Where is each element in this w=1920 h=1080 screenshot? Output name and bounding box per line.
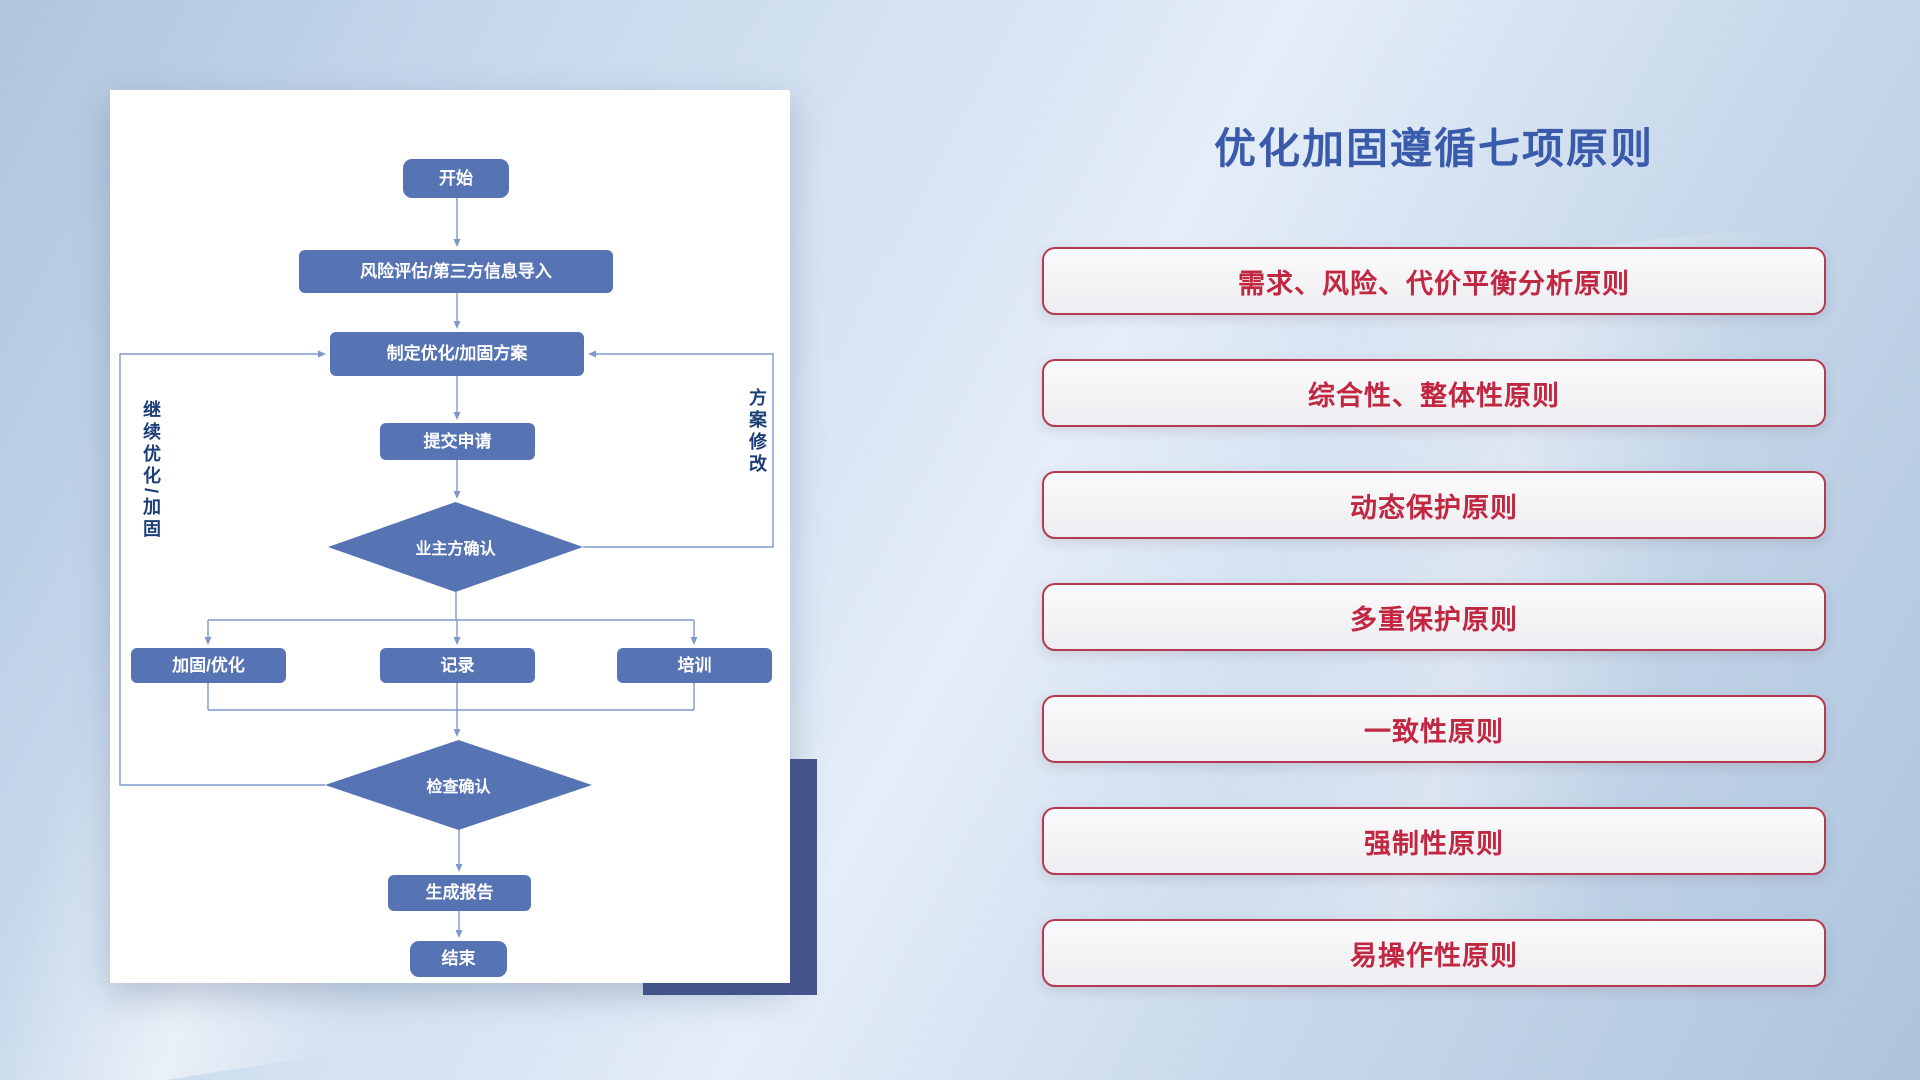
principle-item-2: 综合性、整体性原则 bbox=[1042, 359, 1826, 427]
flowchart-card: 开始 风险评估/第三方信息导入 制定优化/加固方案 提交申请 业主方确认 加固/… bbox=[110, 90, 790, 983]
flow-node-make-plan: 制定优化/加固方案 bbox=[330, 332, 584, 376]
principle-text: 动态保护原则 bbox=[1350, 492, 1518, 523]
flow-node-generate-report: 生成报告 bbox=[388, 875, 531, 911]
principle-item-4: 多重保护原则 bbox=[1042, 583, 1826, 651]
principle-item-1: 需求、风险、代价平衡分析原则 bbox=[1042, 247, 1826, 315]
principle-item-7: 易操作性原则 bbox=[1042, 919, 1826, 987]
principle-item-6: 强制性原则 bbox=[1042, 807, 1826, 875]
principle-text: 强制性原则 bbox=[1364, 828, 1504, 859]
principle-text: 多重保护原则 bbox=[1350, 604, 1518, 635]
principles-panel: 优化加固遵循七项原则 需求、风险、代价平衡分析原则 综合性、整体性原则 动态保护… bbox=[1042, 0, 1826, 1080]
flow-node-training: 培训 bbox=[617, 648, 772, 683]
principle-text: 综合性、整体性原则 bbox=[1308, 380, 1560, 411]
principle-item-5: 一致性原则 bbox=[1042, 695, 1826, 763]
flow-node-end: 结束 bbox=[410, 941, 507, 977]
flow-node-reinforce-optimize: 加固/优化 bbox=[131, 648, 286, 683]
flow-label-continue-optimize: 继续优化/加固 bbox=[141, 400, 161, 542]
flow-node-risk-assessment: 风险评估/第三方信息导入 bbox=[299, 250, 613, 293]
principle-text: 需求、风险、代价平衡分析原则 bbox=[1238, 268, 1630, 299]
principle-text: 易操作性原则 bbox=[1350, 940, 1518, 971]
flow-node-record: 记录 bbox=[380, 648, 535, 683]
flow-node-start: 开始 bbox=[403, 159, 509, 198]
flow-node-submit-application: 提交申请 bbox=[380, 423, 535, 460]
panel-title: 优化加固遵循七项原则 bbox=[1213, 125, 1654, 172]
principle-text: 一致性原则 bbox=[1364, 716, 1504, 747]
flow-label-plan-revision: 方案修改 bbox=[747, 388, 767, 476]
principle-item-3: 动态保护原则 bbox=[1042, 471, 1826, 539]
